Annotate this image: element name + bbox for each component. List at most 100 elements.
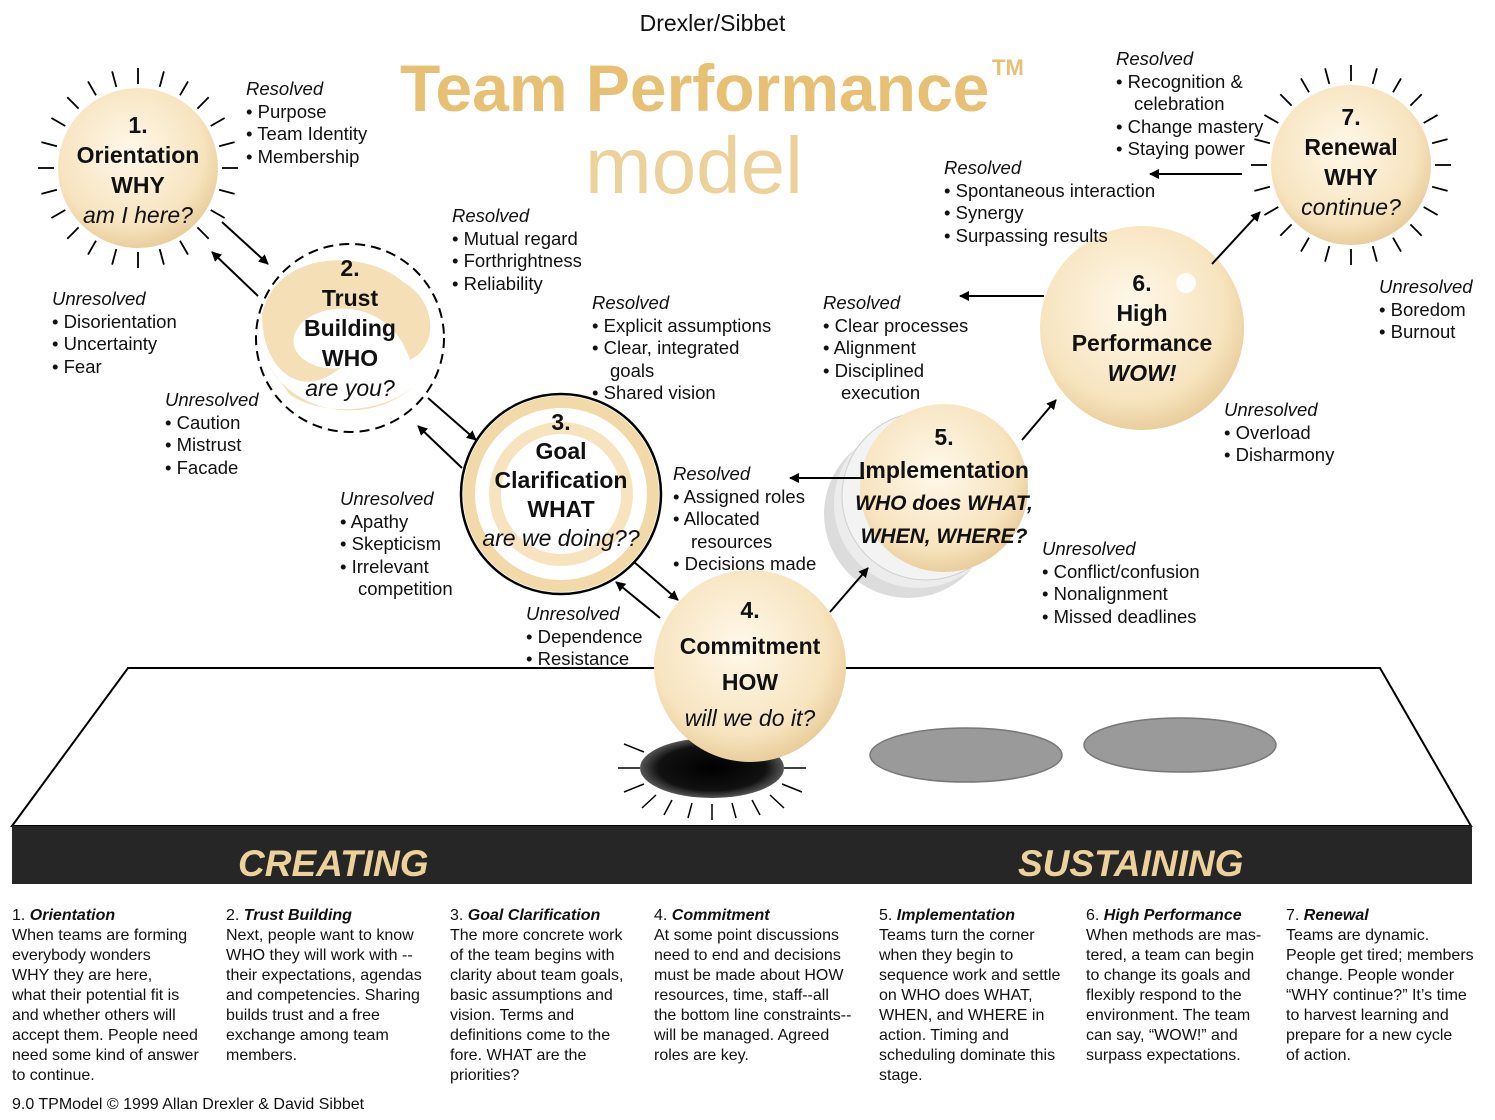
sun-ray — [1392, 237, 1402, 253]
description-line: everybody wonders — [12, 947, 151, 964]
description-line: clarity about team goals, — [450, 967, 624, 984]
platform-shadow — [869, 727, 1063, 783]
resolved-list-2: Resolved • Mutual regard• Forthrightness… — [452, 205, 582, 294]
stage-3-sphere — [459, 392, 663, 596]
description-line: of the team begins with — [450, 947, 615, 964]
description-line: to harvest learning and — [1286, 1007, 1449, 1024]
sun-ray — [1263, 206, 1279, 216]
stage-6-label: 6. High Performance WOW! — [1071, 270, 1213, 386]
description-line: of action. — [1286, 1047, 1351, 1064]
description-line: on WHO does WHAT, — [879, 987, 1033, 1004]
description-3: 3. Goal Clarification The more concrete … — [450, 907, 624, 1084]
unresolved-list-1: Unresolved • Disorientation• Uncertainty… — [52, 288, 177, 377]
description-line: and whether others will — [12, 1007, 176, 1024]
sun-ray — [1423, 114, 1439, 124]
description-line: resources, time, staff--all — [654, 987, 829, 1004]
unresolved-list-4: Unresolved • Dependence• Resistance — [526, 603, 643, 669]
band-label-creating: CREATING — [238, 843, 429, 884]
description-line: tered, a team can begin — [1086, 947, 1255, 964]
description-line: priorities? — [450, 1067, 520, 1084]
sun-ray — [41, 188, 58, 195]
resolved-list-7: Resolved • Recognition &celebration • Ch… — [1116, 48, 1264, 159]
description-7: 7. Renewal Teams are dynamic.People get … — [1286, 907, 1474, 1064]
stage-3-label: 3. Goal Clarification WHAT are we doing?… — [482, 409, 640, 551]
sun-ray — [87, 80, 97, 96]
unresolved-list-2: Unresolved • Caution• Mistrust• Facade — [165, 389, 259, 478]
platform-shadow — [1083, 717, 1277, 773]
description-line: stage. — [879, 1067, 923, 1084]
sun-ray — [218, 188, 235, 195]
sun-ray — [1409, 93, 1423, 107]
stage-1-label: 1. Orientation WHY am I here? — [76, 112, 200, 228]
sun-ray — [1324, 68, 1331, 85]
description-line: what their potential fit is — [12, 987, 180, 1004]
sun-ray — [41, 141, 58, 148]
sun-ray — [50, 209, 66, 219]
description-line: scheduling dominate this — [879, 1047, 1056, 1064]
resolved-list-3: Resolved • Explicit assumptions• Clear, … — [592, 292, 772, 403]
description-line: the bottom line constraints-- — [654, 1007, 852, 1024]
stage-4-label: 4. Commitment HOW will we do it? — [679, 597, 821, 731]
stage-1-sphere — [58, 88, 218, 248]
description-line: At some point discussions — [654, 927, 839, 944]
description-line: need to end and decisions — [654, 947, 841, 964]
stage-2-label: 2. Trust Building WHO are you? — [304, 255, 396, 401]
description-line: members. — [226, 1047, 298, 1064]
sun-ray — [210, 209, 226, 219]
sun-ray — [218, 141, 235, 148]
stage-4-sphere — [654, 570, 846, 762]
sun-ray — [1409, 223, 1423, 237]
description-line: Teams are dynamic. — [1286, 927, 1430, 944]
sun-rays — [38, 68, 238, 268]
sun-ray — [1392, 77, 1402, 93]
sun-ray — [179, 240, 189, 256]
platform-band — [12, 826, 1472, 884]
description-line: People get tired; members — [1286, 947, 1474, 964]
sun-ray — [1254, 138, 1271, 145]
description-6: 6. High Performance When methods are mas… — [1086, 907, 1262, 1064]
description-line: roles are key. — [654, 1047, 749, 1064]
unresolved-list-7: Unresolved • Boredom• Burnout — [1379, 276, 1473, 342]
trademark: TM — [992, 55, 1024, 80]
description-line: Teams turn the corner — [879, 927, 1035, 944]
description-line: WHY they are here, — [12, 967, 153, 984]
description-2: 2. Trust Building Next, people want to k… — [226, 907, 422, 1064]
band-label-sustaining: SUSTAINING — [1018, 843, 1244, 884]
sun-ray — [1324, 245, 1331, 262]
description-line: The more concrete work — [450, 927, 623, 944]
sun-ray — [1423, 206, 1439, 216]
description-line: flexibly respond to the — [1086, 987, 1242, 1004]
sun-ray — [66, 96, 80, 110]
description-line: definitions come to the — [450, 1027, 611, 1044]
sun-ray — [1431, 138, 1448, 145]
sun-ray — [1431, 185, 1448, 192]
description-line: will be managed. Agreed — [654, 1027, 830, 1044]
sun-ray — [87, 240, 97, 256]
description-line: to change its goals and — [1086, 967, 1251, 984]
page-subtitle: model — [585, 121, 803, 210]
sun-ray — [1300, 237, 1310, 253]
description-line: “WHY continue?” It’s time — [1286, 987, 1467, 1004]
description-line: when they begin to — [879, 947, 1014, 964]
sun-ray — [1254, 185, 1271, 192]
description-line: WHEN, and WHERE in — [879, 1007, 1045, 1024]
unresolved-list-6: Unresolved • Overload• Disharmony — [1224, 399, 1335, 465]
stage-5-sphere — [860, 404, 1028, 572]
unresolved-list-5: Unresolved • Conflict/confusion• Nonalig… — [1042, 538, 1200, 627]
sun-ray — [111, 248, 118, 265]
stage-7-sphere — [1271, 85, 1431, 245]
stage-5-label: 5. Implementation WHO does WHAT, WHEN, W… — [855, 424, 1033, 548]
description-line: When methods are mas- — [1086, 927, 1262, 944]
sun-ray — [1263, 114, 1279, 124]
description-line: environment. The team — [1086, 1007, 1251, 1024]
sun-ray — [111, 71, 118, 88]
description-line: and competencies. Sharing — [226, 987, 420, 1004]
resolved-list-1: Resolved • Purpose• Team Identity• Membe… — [246, 78, 368, 167]
description-line: fore. WHAT are the — [450, 1047, 587, 1064]
description-line: can say, “WOW!” and — [1086, 1027, 1238, 1044]
resolved-list-6: Resolved • Spontaneous interaction• Syne… — [944, 157, 1156, 246]
sun-ray — [50, 117, 66, 127]
